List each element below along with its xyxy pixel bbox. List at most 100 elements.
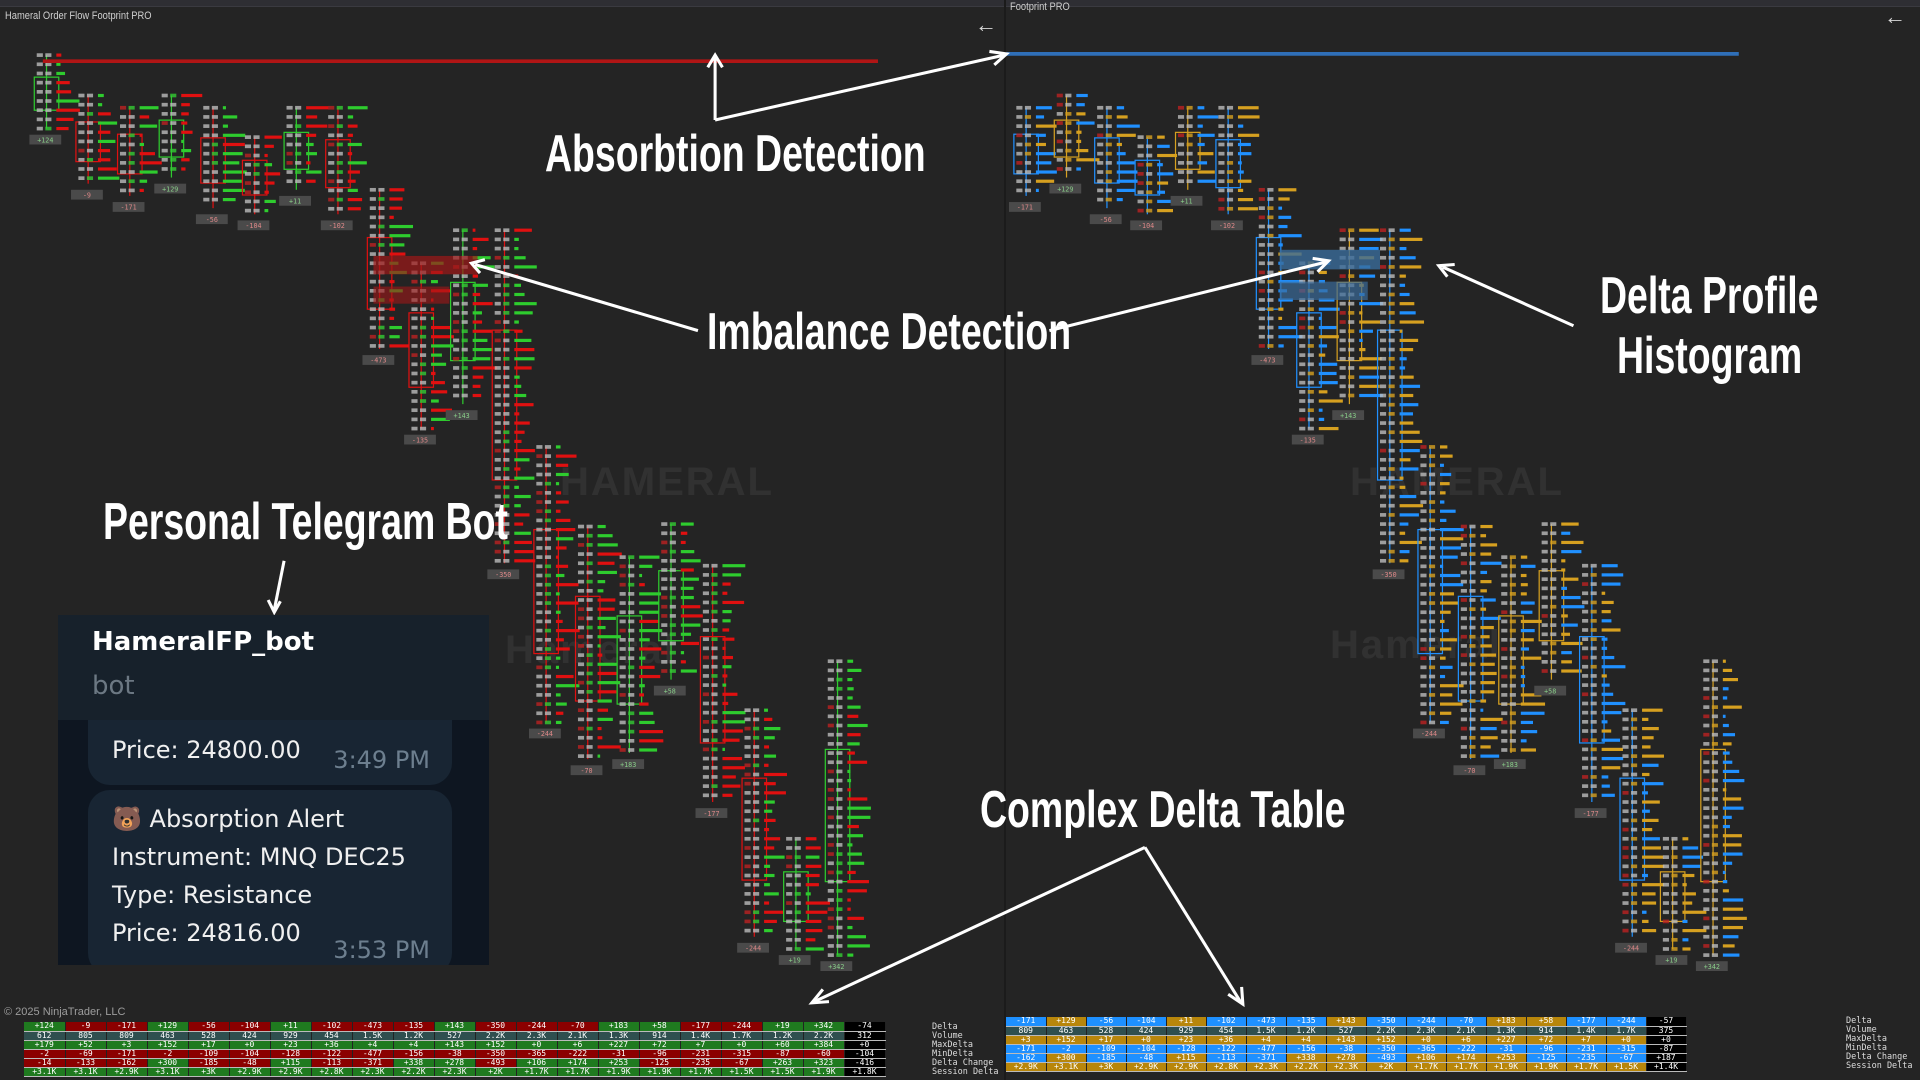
delta-histogram-bar: [1318, 270, 1327, 275]
footprint-candle[interactable]: -244: [1615, 708, 1665, 953]
ask-volume-mark: [586, 745, 593, 749]
ask-volume-mark: [1428, 500, 1436, 504]
left-back-arrow-icon[interactable]: ←: [975, 12, 997, 37]
bid-volume-mark: [494, 430, 501, 435]
delta-histogram-bar: [514, 540, 532, 545]
footprint-candle[interactable]: -473: [362, 187, 414, 365]
ask-volume-mark: [378, 344, 385, 348]
ask-volume-mark: [1631, 910, 1638, 915]
ask-volume-mark: [669, 623, 676, 627]
bid-volume-mark: [453, 246, 460, 251]
delta-histogram-bar: [1399, 348, 1414, 352]
telegram-chat-header[interactable]: HameralFP_bot bot: [58, 615, 489, 720]
ask-volume-mark: [1428, 454, 1436, 458]
footprint-candle[interactable]: +183: [612, 555, 664, 769]
delta-histogram-bar: [1076, 139, 1082, 144]
delta-histogram-bar: [181, 158, 190, 162]
delta-histogram-bar: [1440, 509, 1456, 513]
footprint-candle[interactable]: -171: [1008, 105, 1057, 212]
ask-volume-mark: [1388, 375, 1395, 379]
ask-volume-mark: [503, 485, 510, 490]
delta-histogram-bar: [1480, 561, 1502, 565]
ask-volume-mark: [211, 124, 218, 128]
footprint-candle[interactable]: +19: [1655, 836, 1707, 965]
bid-volume-mark: [1460, 653, 1467, 657]
delta-histogram-bar: [555, 711, 564, 715]
imbalance-zone-left-2: [373, 286, 450, 304]
footprint-candle[interactable]: -350: [487, 228, 537, 580]
footprint-candle[interactable]: +129: [154, 93, 203, 194]
delta-histogram-bar: [805, 837, 817, 841]
ask-volume-mark: [128, 115, 135, 119]
table-row-label: MaxDelta: [1846, 1034, 1887, 1044]
footprint-candle[interactable]: -70: [570, 524, 622, 776]
footprint-candle[interactable]: +342: [820, 659, 871, 972]
table-row: +2.9K+3.1K+3K+2.9K+2.9K+2.8K+2.3K+2.2K+2…: [1006, 1062, 1687, 1072]
footprint-candle[interactable]: +342: [1695, 659, 1747, 972]
bid-volume-mark: [661, 568, 668, 572]
delta-histogram-bar: [514, 357, 535, 361]
footprint-candle[interactable]: +58: [1534, 522, 1585, 696]
bid-volume-mark: [702, 573, 709, 577]
bid-volume-mark: [536, 527, 543, 532]
ask-volume-mark: [503, 412, 510, 416]
ask-volume-mark: [586, 616, 593, 621]
delta-histogram-bar: [1157, 163, 1163, 167]
delta-histogram-bar: [347, 142, 362, 147]
footprint-candle[interactable]: -102: [320, 105, 368, 231]
delta-histogram-bar: [514, 476, 535, 480]
bid-volume-mark: [827, 916, 834, 921]
footprint-candle[interactable]: -171: [112, 105, 162, 212]
footprint-candle[interactable]: -244: [1413, 445, 1464, 739]
bid-volume-mark: [1420, 628, 1427, 633]
bid-volume-mark: [494, 531, 501, 536]
footprint-candle[interactable]: -56: [1089, 105, 1140, 225]
table-cell: +17: [188, 1040, 230, 1050]
delta-histogram-bar: [181, 130, 193, 134]
delta-histogram-bar: [1440, 610, 1451, 614]
ask-volume-mark: [1711, 677, 1718, 682]
footprint-candle[interactable]: -350: [1372, 228, 1425, 580]
bid-volume-mark: [1582, 765, 1589, 770]
footprint-candle[interactable]: +183: [1493, 555, 1546, 769]
footprint-candle[interactable]: +19: [778, 836, 830, 965]
delta-histogram-bar: [431, 390, 448, 394]
footprint-candle[interactable]: -244: [737, 708, 788, 953]
delta-histogram-bar: [1440, 564, 1444, 568]
footprint-candle[interactable]: -70: [1453, 524, 1503, 776]
footprint-candle[interactable]: -177: [1574, 563, 1626, 818]
table-cell: +0: [1406, 1035, 1447, 1045]
ask-volume-mark: [1671, 919, 1678, 924]
ask-volume-mark: [503, 301, 510, 306]
bid-volume-mark: [702, 747, 709, 752]
ask-volume-mark: [211, 151, 218, 156]
ask-volume-mark: [1024, 115, 1032, 119]
bid-volume-mark: [411, 380, 418, 385]
footprint-candle[interactable]: +11: [1170, 105, 1219, 206]
footprint-candle[interactable]: -104: [237, 135, 282, 231]
bid-volume-mark: [369, 307, 376, 312]
footprint-candle[interactable]: +58: [653, 522, 703, 696]
table-cell: -56: [188, 1022, 230, 1032]
ask-volume-mark: [1711, 723, 1718, 728]
bid-volume-mark: [1380, 494, 1387, 499]
footprint-candle[interactable]: -102: [1211, 105, 1260, 231]
bid-volume-mark: [328, 115, 335, 119]
footprint-candle[interactable]: +11: [279, 105, 329, 206]
bid-volume-mark: [702, 683, 709, 687]
footprint-candle[interactable]: +124: [29, 53, 80, 145]
footprint-candle[interactable]: -177: [695, 563, 746, 818]
bid-volume-mark: [120, 105, 127, 110]
footprint-candle[interactable]: -9: [71, 93, 120, 200]
delta-histogram-bar: [1076, 167, 1081, 171]
table-cell: +72: [639, 1040, 681, 1050]
footprint-candle[interactable]: -473: [1251, 187, 1303, 365]
delta-histogram-bar: [1561, 568, 1566, 572]
footprint-candle[interactable]: -244: [528, 445, 580, 739]
footprint-candle[interactable]: -104: [1130, 135, 1179, 231]
right-back-arrow-icon[interactable]: ←: [1884, 4, 1906, 29]
bid-volume-mark: [494, 292, 501, 297]
footprint-candle[interactable]: -56: [195, 105, 247, 225]
footprint-candle[interactable]: +129: [1049, 93, 1100, 194]
